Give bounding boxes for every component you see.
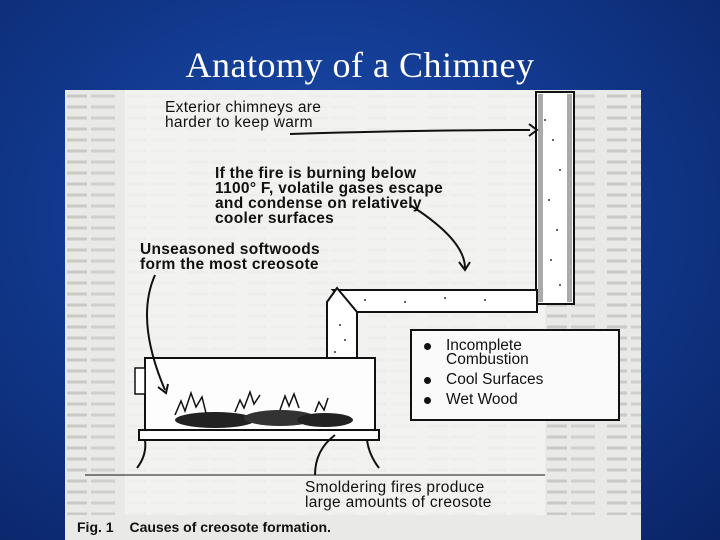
callout-smoldering-fires: Smoldering fires produce large amounts o… — [305, 479, 492, 511]
chimney-illustration — [65, 90, 641, 515]
legend-label: Wet Wood — [446, 391, 518, 408]
callout-exterior-chimneys: Exterior chimneys are harder to keep war… — [165, 99, 322, 131]
arrow-fire — [409, 204, 466, 269]
legend-label: Cool Surfaces — [446, 371, 544, 388]
callout-low-temperature: If the fire is burning below 1100° F, vo… — [215, 165, 444, 227]
creosote-figure: Exterior chimneys are harder to keep war… — [65, 90, 641, 540]
legend-label: Incomplete Combustion — [446, 337, 529, 368]
chimney-connector — [330, 289, 538, 313]
figure-label: Fig. 1 — [77, 519, 114, 535]
bullet-icon — [424, 397, 431, 404]
callout-unseasoned-softwoods: Unseasoned softwoods form the most creos… — [140, 241, 320, 273]
arrowhead-exterior — [528, 123, 539, 137]
chimney-stack — [535, 91, 575, 305]
figure-caption: Fig. 1 Causes of creosote formation. — [77, 519, 331, 535]
arrowhead-softwoods — [157, 383, 169, 395]
arrowhead-fire — [458, 261, 471, 272]
figure-caption-text: Causes of creosote formation. — [129, 519, 331, 535]
legend-item: Cool Surfaces — [420, 371, 610, 388]
arrow-softwoods — [146, 274, 166, 391]
legend-item: Incomplete Combustion — [420, 337, 610, 368]
legend-item: Wet Wood — [420, 391, 610, 408]
bullet-icon — [424, 377, 431, 384]
legend-box: Incomplete Combustion Cool Surfaces Wet … — [410, 329, 620, 421]
arrow-exterior — [289, 129, 531, 135]
bullet-icon — [424, 343, 431, 350]
callout-arrows — [146, 123, 539, 476]
smoldering-logs — [174, 389, 353, 428]
arrow-smoldering — [314, 434, 336, 476]
slide-title: Anatomy of a Chimney — [185, 45, 535, 85]
